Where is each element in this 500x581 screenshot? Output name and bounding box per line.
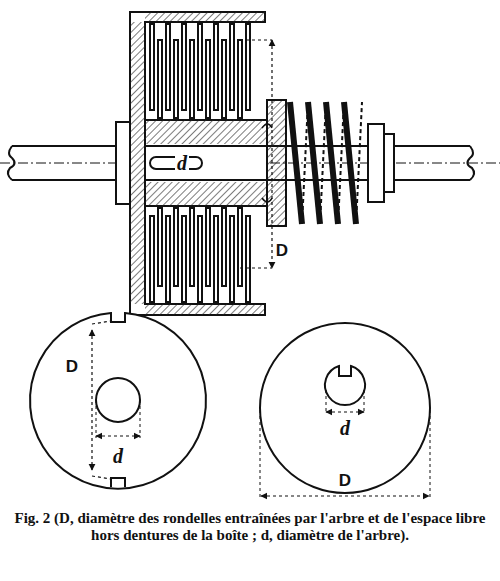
right-collar	[384, 134, 394, 192]
dimension-line	[271, 40, 272, 268]
clutch-section	[0, 12, 500, 500]
dimension-line	[326, 411, 364, 412]
keyed-hole	[325, 366, 365, 405]
dimension-label: d	[175, 153, 189, 173]
pressure-plate	[267, 100, 286, 226]
hub	[145, 120, 267, 206]
dimension-label: d	[111, 446, 125, 466]
dimension-label: d	[338, 418, 352, 438]
right-collar	[368, 124, 384, 202]
friction-discs	[150, 24, 250, 302]
inner-washer	[260, 323, 430, 493]
dimension-line	[96, 435, 140, 436]
dimension-label: D	[274, 242, 290, 259]
figure-caption: Fig. 2 (D, diamètre des rondelles entraî…	[14, 510, 486, 545]
spring	[290, 102, 362, 224]
dimension-line	[261, 495, 429, 496]
dimension-line	[91, 330, 92, 470]
shaft-hole	[96, 378, 140, 422]
left-collar	[116, 122, 130, 204]
outer-washer	[30, 313, 206, 489]
dimension-label: D	[64, 358, 80, 375]
dimension-label: D	[337, 472, 353, 489]
